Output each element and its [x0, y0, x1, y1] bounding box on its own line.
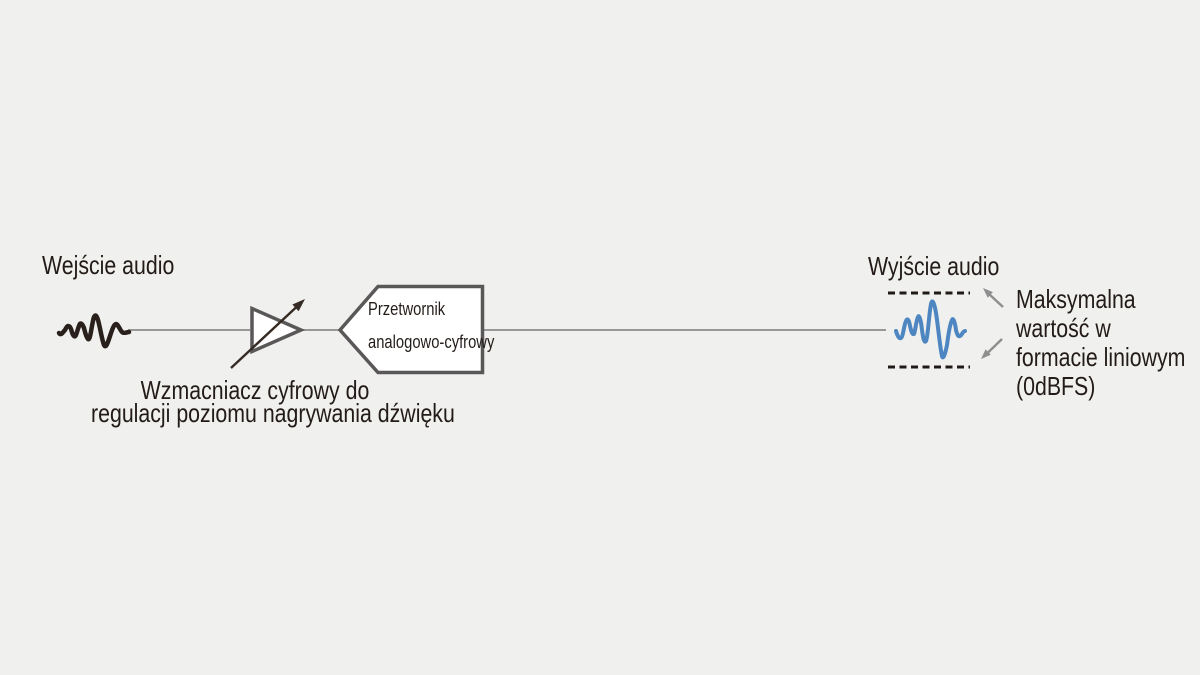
adc-label-line1: Przetwornik: [368, 299, 446, 319]
adc-label-line2: analogowo-cyfrowy: [368, 332, 495, 352]
max-value-note-line2: wartość w: [1016, 313, 1111, 343]
output-audio-label: Wyjście audio: [868, 251, 1000, 281]
output-waveform-icon: [894, 299, 967, 360]
max-value-note-line1: Maksymalna: [1016, 284, 1136, 314]
amplifier-icon: [250, 305, 306, 355]
max-value-note-line4: (0dBFS): [1016, 371, 1096, 401]
limit-arrow-top-icon: [983, 288, 1004, 308]
adc-block: [337, 284, 485, 375]
amplifier-caption: Wzmacniacz cyfrowy do regulacji poziomu …: [91, 375, 455, 428]
amplifier-caption-line2: regulacji poziomu nagrywania dźwięku: [91, 398, 455, 428]
adc-label: Przetwornik analogowo-cyfrowy: [368, 293, 494, 359]
max-value-note: Maksymalna wartość w formacie liniowym (…: [1016, 285, 1185, 401]
max-value-note-line3: formacie liniowym: [1016, 342, 1186, 372]
input-waveform-icon: [56, 313, 132, 349]
amplifier-caption-line1: Wzmacniacz cyfrowy do: [140, 375, 370, 405]
input-audio-label: Wejście audio: [42, 250, 175, 280]
gain-arrow-icon: [230, 299, 305, 369]
limit-arrow-bottom-icon: [981, 338, 1003, 359]
